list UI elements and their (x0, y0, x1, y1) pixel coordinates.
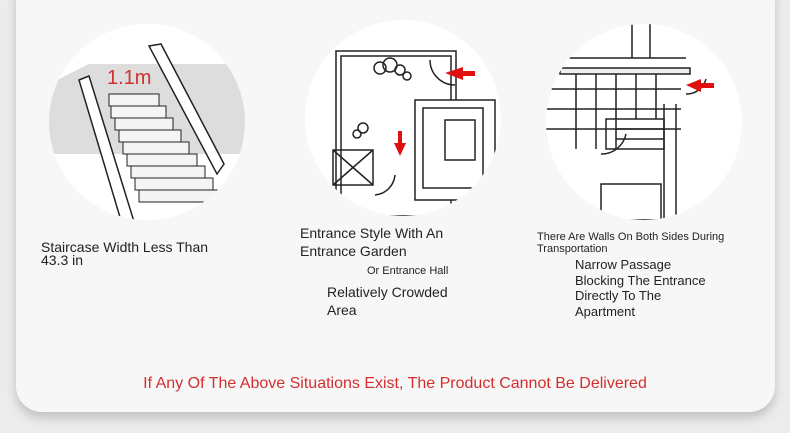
entrance-garden-illustration (305, 20, 501, 216)
caption-line: Blocking The Entrance (575, 272, 706, 288)
caption-walls-extra: Narrow Passage Blocking The Entrance Dir… (575, 257, 706, 319)
caption-line: Directly To The (575, 288, 662, 303)
caption-line: Entrance Style With An (300, 225, 444, 241)
caption-line: Area (327, 302, 357, 318)
caption-line: Narrow Passage (575, 257, 672, 272)
caption-line: Transportation (537, 243, 608, 255)
caption-line: 43.3 in (41, 252, 84, 268)
width-label: 1.1m (107, 67, 151, 89)
delivery-warning: If Any Of The Above Situations Exist, Th… (143, 375, 647, 392)
caption-walls: There Are Walls On Both Sides During Tra… (537, 231, 724, 255)
caption-line: Staircase Width Less Than (41, 239, 209, 255)
staircase-illustration: 1.1m (49, 24, 245, 220)
caption-entrance-sub: Or Entrance Hall (367, 265, 449, 277)
caption-line: There Are Walls On Both Sides During (537, 231, 725, 243)
caption-line: Relatively Crowded (327, 284, 448, 300)
caption-staircase: Staircase Width Less Than 43.3 in (41, 240, 208, 268)
narrow-passage-illustration (546, 24, 742, 220)
caption-entrance-extra: Relatively Crowded Area (327, 283, 448, 319)
caption-line: Apartment (575, 303, 635, 319)
caption-entrance: Entrance Style With An Entrance Garden (300, 224, 443, 260)
caption-line: Entrance Garden (300, 243, 407, 259)
